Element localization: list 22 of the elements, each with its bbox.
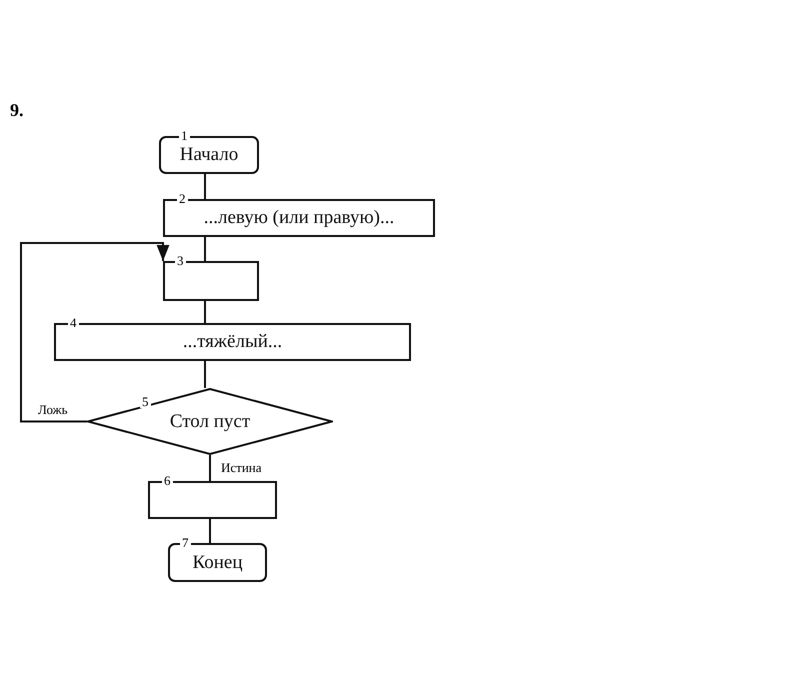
node-text: Начало [180, 144, 238, 166]
step-number: 5 [140, 395, 150, 408]
node-text: Стол пуст [170, 410, 250, 432]
step-number: 7 [180, 536, 190, 549]
node-text: ...левую (или правую)... [204, 207, 394, 229]
step-number: 2 [177, 192, 188, 205]
step-number: 4 [68, 316, 78, 329]
connector-line [204, 361, 206, 388]
edge-label: Истина [220, 461, 263, 475]
connector-line [204, 174, 206, 199]
arrow [20, 242, 170, 422]
decision-diamond [87, 388, 333, 455]
edge-label: Ложь [37, 403, 69, 417]
connector-line [204, 237, 206, 261]
connector-line [209, 519, 211, 543]
step-number: 3 [175, 254, 186, 267]
node-text: Конец [192, 552, 242, 574]
connector-line [209, 455, 211, 481]
connector-line [204, 301, 206, 323]
step-number: 6 [162, 474, 172, 487]
node-text: ...тяжёлый... [182, 331, 282, 353]
step-number: 1 [179, 129, 190, 142]
